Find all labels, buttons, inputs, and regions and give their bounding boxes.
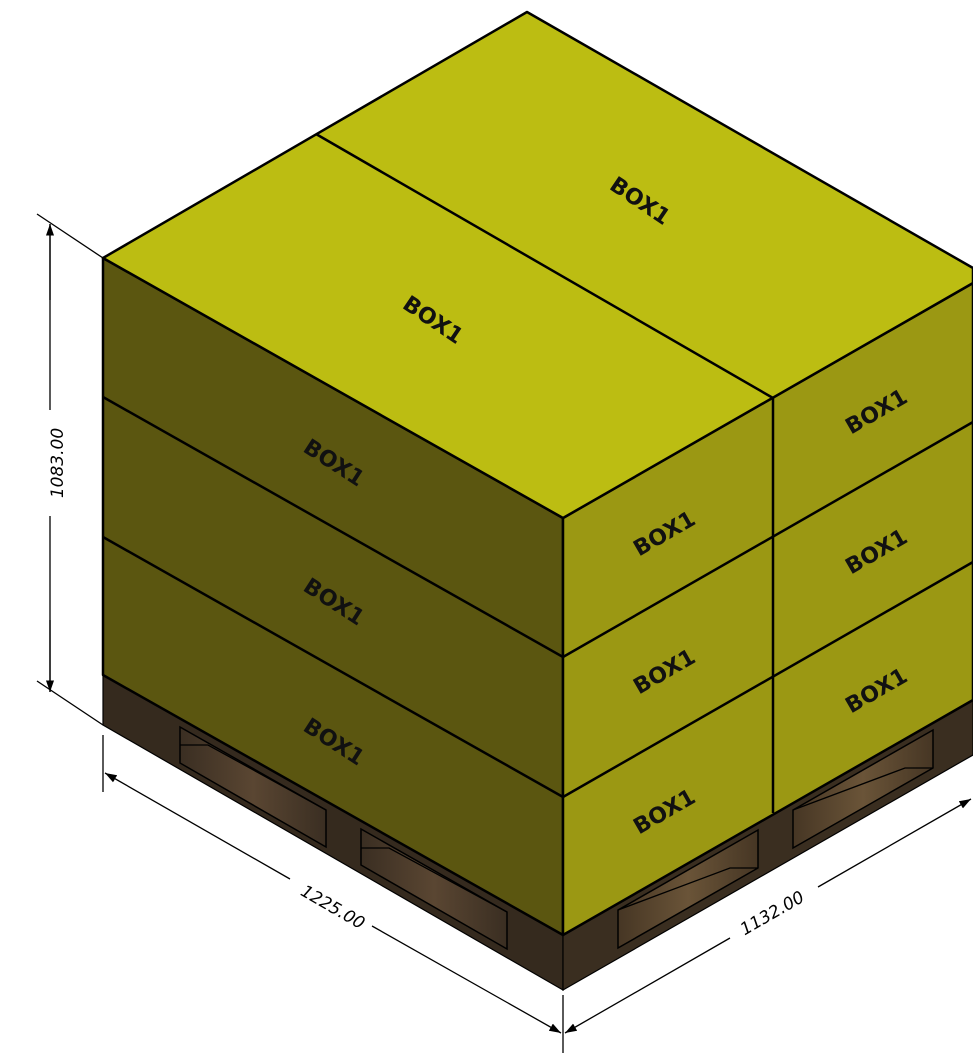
height-dimension-label: 1083.00 xyxy=(48,428,68,498)
box-stack xyxy=(101,10,973,937)
pallet-opening xyxy=(179,725,327,849)
right-layer-line xyxy=(562,560,973,799)
length-dimension-label: 1225.00 xyxy=(297,881,368,933)
width-dimension-label: 1132.00 xyxy=(737,887,808,939)
pallet xyxy=(102,673,973,992)
top-split-line xyxy=(315,132,774,400)
pallet-opening xyxy=(360,827,508,951)
right-layer-line xyxy=(562,420,973,659)
left-layer-line xyxy=(102,535,564,799)
top-face xyxy=(101,10,973,520)
height-dimension: 1083.00 xyxy=(36,213,104,726)
left-layer-line xyxy=(102,395,564,659)
